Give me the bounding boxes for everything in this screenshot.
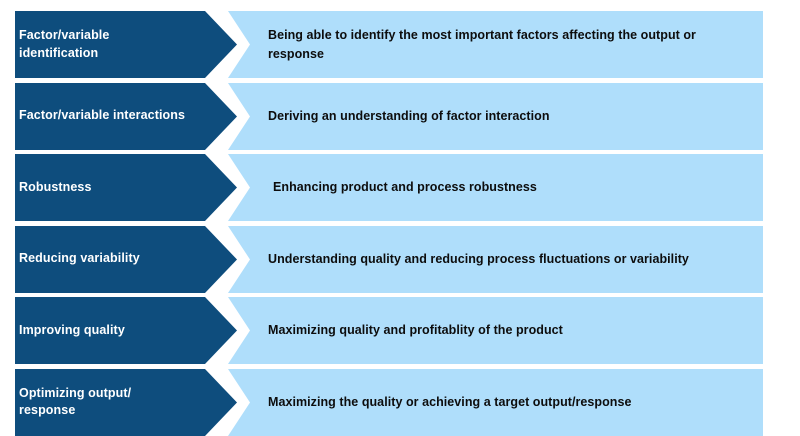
label-chevron-shape [15,297,237,364]
description-panel [228,82,763,150]
description-panel-shape [228,82,763,150]
label-chevron [15,154,237,221]
description-panel-shape [228,11,763,78]
description-panel [228,154,763,221]
description-panel-shape [228,368,763,436]
label-chevron-shape [15,154,237,221]
label-chevron-shape [15,368,237,436]
description-panel [228,11,763,78]
label-chevron [15,11,237,78]
description-panel [228,225,763,293]
label-chevron [15,297,237,364]
label-chevron-shape [15,225,237,293]
description-panel-shape [228,225,763,293]
label-chevron-shape [15,11,237,78]
label-chevron [15,225,237,293]
label-chevron-shape [15,82,237,150]
description-panel [228,297,763,364]
description-panel-shape [228,297,763,364]
label-chevron [15,368,237,436]
description-panel-shape [228,154,763,221]
label-chevron [15,82,237,150]
description-panel [228,368,763,436]
